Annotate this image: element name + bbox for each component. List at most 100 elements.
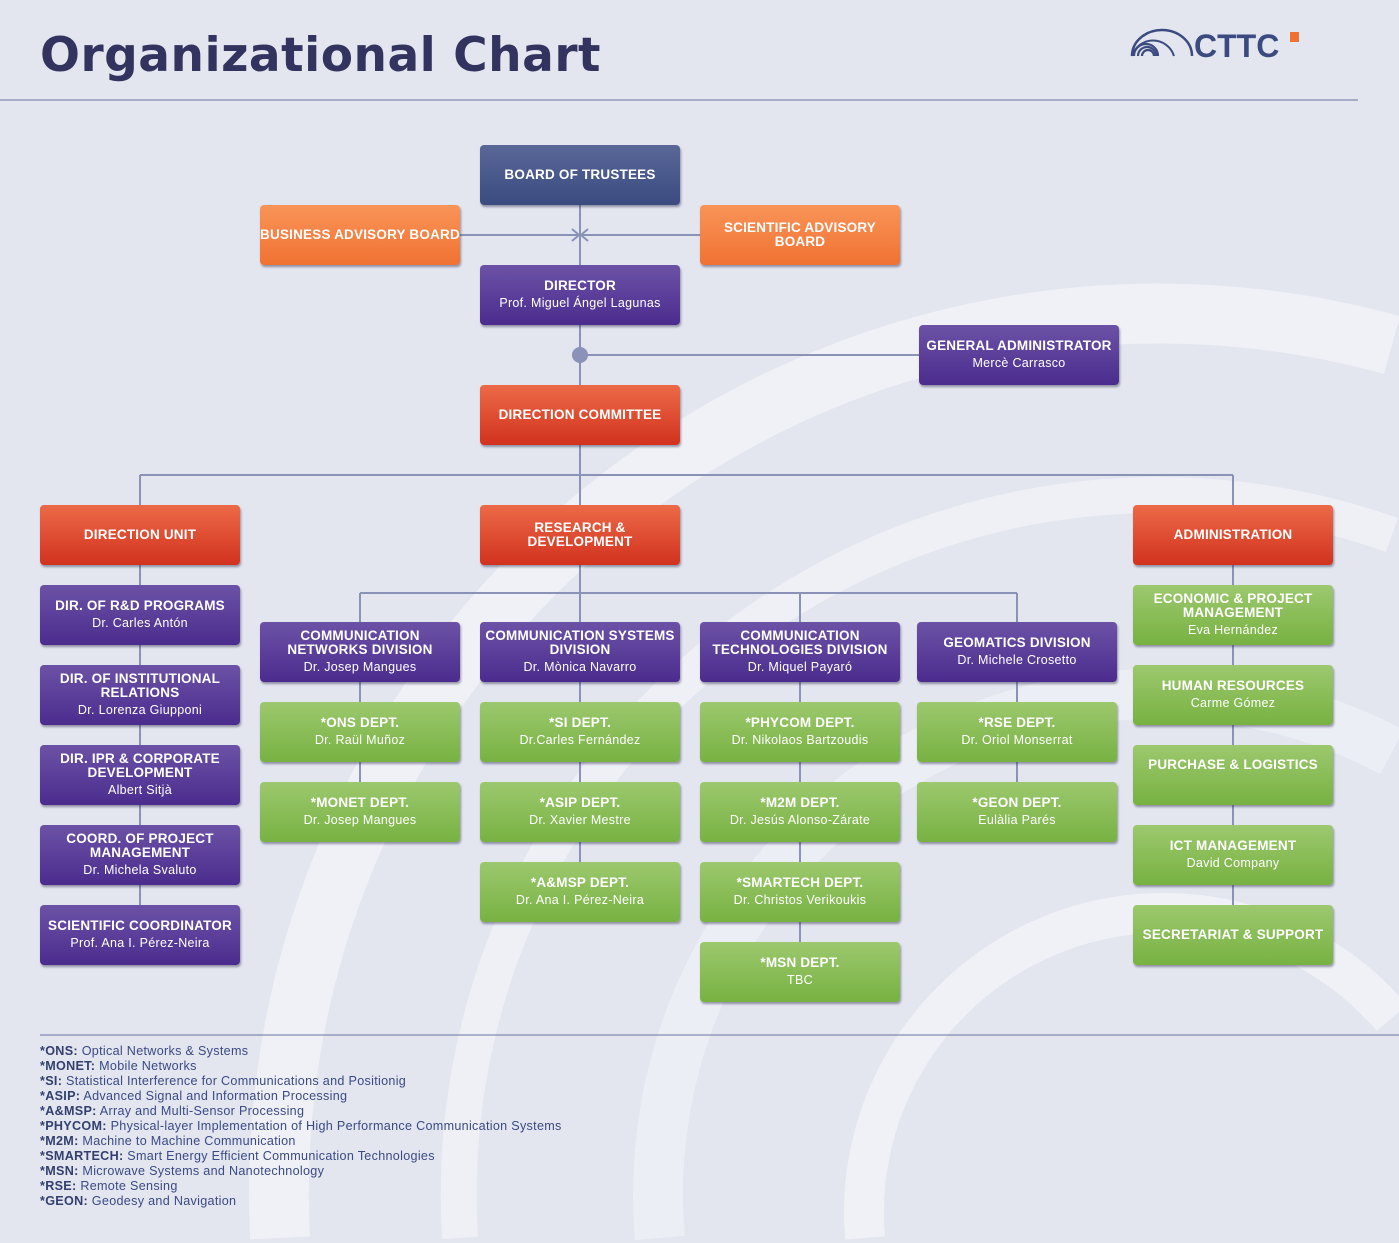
box-administration[interactable]: ADMINISTRATION [1133,505,1333,565]
box-amsp-dept[interactable]: *A&MSP DEPT.Dr. Ana I. Pérez-Neira [480,862,680,922]
legend-item: *RSE: Remote Sensing [40,1179,562,1194]
box-person: Dr. Mònica Navarro [523,660,637,674]
box-si-dept[interactable]: *SI DEPT. Dr.Carles Fernández [480,702,680,762]
legend-text: Remote Sensing [80,1179,178,1193]
box-title: GENERAL ADMINISTRATOR [926,338,1112,353]
box-person: Dr. Oriol Monserrat [961,733,1073,747]
box-title: COMMUNICATION NETWORKS DIVISION [287,628,433,657]
box-person: TBC [787,973,813,987]
legend-abbr: *SMARTECH: [40,1149,124,1163]
legend-item: *MONET: Mobile Networks [40,1059,562,1074]
legend-abbr: *MSN: [40,1164,79,1178]
box-direction-unit[interactable]: DIRECTION UNIT [40,505,240,565]
box-person: Albert Sitjà [107,783,173,797]
box-person: Dr. Josep Mangues [303,660,417,674]
legend-item: *PHYCOM: Physical-layer Implementation o… [40,1119,562,1134]
box-title: COMMUNICATION TECHNOLOGIES DIVISION [712,628,888,657]
box-title: HUMAN RESOURCES [1161,678,1305,693]
box-dir-rd-programs[interactable]: DIR. OF R&D PROGRAMS Dr. Carles Antón [40,585,240,645]
box-person: Mercè Carrasco [972,356,1066,370]
legend-item: *GEON: Geodesy and Navigation [40,1194,562,1209]
abbreviation-legend: *ONS: Optical Networks & Systems*MONET: … [40,1044,562,1209]
box-title: *MONET DEPT. [310,795,410,810]
box-msn-dept[interactable]: *MSN DEPT.TBC [700,942,900,1002]
box-title: ICT MANAGEMENT [1169,838,1297,853]
box-title: *RSE DEPT. [978,715,1056,730]
box-title: SCIENTIFIC ADVISORY BOARD [723,220,877,249]
box-smartech-dept[interactable]: *SMARTECH DEPT. Dr. Christos Verikoukis [700,862,900,922]
legend-text: Physical-layer Implementation of High Pe… [110,1119,562,1133]
box-title: *M2M DEPT. [760,795,840,810]
box-title: COMMUNICATION SYSTEMS DIVISION [485,628,675,657]
box-secretariat-support[interactable]: SECRETARIAT & SUPPORT [1133,905,1333,965]
box-comm-networks-division[interactable]: COMMUNICATION NETWORKS DIVISION Dr. Josep… [260,622,460,682]
box-m2m-dept[interactable]: *M2M DEPT. Dr. Jesús Alonso-Zárate [700,782,900,842]
box-person: Dr. Christos Verikoukis [733,893,867,907]
box-research-development[interactable]: RESEARCH & DEVELOPMENT [480,505,680,565]
box-monet-dept[interactable]: *MONET DEPT. Dr. Josep Mangues [260,782,460,842]
box-title: RESEARCH & DEVELOPMENT [527,520,633,549]
box-person: Prof. Ana I. Pérez-Neira [70,936,210,950]
box-board-of-trustees[interactable]: BOARD OF TRUSTEES [480,145,680,205]
box-person: Dr. Josep Mangues [303,813,417,827]
box-phycom-dept[interactable]: *PHYCOM DEPT. Dr. Nikolaos Bartzoudis [700,702,900,762]
legend-text: Geodesy and Navigation [91,1194,237,1208]
box-scientific-advisory-board[interactable]: SCIENTIFIC ADVISORY BOARD [700,205,900,265]
box-dir-ipr-corporate[interactable]: DIR. IPR & CORPORATE DEVELOPMENT Albert S… [40,745,240,805]
box-title: *PHYCOM DEPT. [745,715,855,730]
box-comm-systems-division[interactable]: COMMUNICATION SYSTEMS DIVISION Dr. Mònica… [480,622,680,682]
box-ons-dept[interactable]: *ONS DEPT.Dr. Raül Muñoz [260,702,460,762]
box-scientific-coordinator[interactable]: SCIENTIFIC COORDINATOR Prof. Ana I. Pérez… [40,905,240,965]
box-person: Dr. Ana I. Pérez-Neira [515,893,645,907]
legend-abbr: *MONET: [40,1059,96,1073]
box-title: PURCHASE & LOGISTICS [1148,757,1318,772]
box-person: Dr. Nikolaos Bartzoudis [731,733,869,747]
legend-abbr: *RSE: [40,1179,77,1193]
legend-item: *MSN: Microwave Systems and Nanotechnolo… [40,1164,562,1179]
box-title: DIR. OF R&D PROGRAMS [55,598,225,613]
legend-abbr: *ASIP: [40,1089,81,1103]
box-title: *SI DEPT. [549,715,611,730]
box-title: *ASIP DEPT. [539,795,621,810]
box-rse-dept[interactable]: *RSE DEPT. Dr. Oriol Monserrat [917,702,1117,762]
box-title: ADMINISTRATION [1173,527,1293,542]
box-title: DIR. IPR & CORPORATE DEVELOPMENT [60,751,220,780]
legend-abbr: *SI: [40,1074,63,1088]
box-direction-committee[interactable]: DIRECTION COMMITTEE [480,385,680,445]
box-person: Dr. Carles Antón [92,616,188,630]
box-person: Dr. Miquel Payaró [747,660,853,674]
box-geon-dept[interactable]: *GEON DEPT.Eulàlia Parés [917,782,1117,842]
box-comm-technologies-division[interactable]: COMMUNICATION TECHNOLOGIES DIVISION Dr. M… [700,622,900,682]
box-asip-dept[interactable]: *ASIP DEPT.Dr. Xavier Mestre [480,782,680,842]
legend-text: Statistical Interference for Communicati… [66,1074,407,1088]
box-title: SECRETARIAT & SUPPORT [1142,927,1324,942]
legend-abbr: *GEON: [40,1194,88,1208]
box-person: Dr. Jesús Alonso-Zárate [729,813,871,827]
legend-item: *SMARTECH: Smart Energy Efficient Commun… [40,1149,562,1164]
box-person: Eva Hernández [1187,623,1279,637]
box-purchase-logistics[interactable]: PURCHASE & LOGISTICS [1133,745,1333,805]
box-person: Dr.Carles Fernández [519,733,641,747]
legend-item: *A&MSP: Array and Multi-Sensor Processin… [40,1104,562,1119]
box-title: SCIENTIFIC COORDINATOR [48,918,232,933]
box-person: Dr. Michela Svaluto [83,863,197,877]
box-person: Eulàlia Parés [978,813,1056,827]
box-title: *ONS DEPT. [320,715,400,730]
legend-item: *ONS: Optical Networks & Systems [40,1044,562,1059]
box-title: DIRECTOR [544,278,616,293]
legend-item: *ASIP: Advanced Signal and Information P… [40,1089,562,1104]
box-person: Dr. Lorenza Giupponi [77,703,203,717]
legend-text: Advanced Signal and Information Processi… [83,1089,348,1103]
box-title: *SMARTECH DEPT. [736,875,864,890]
box-business-advisory-board[interactable]: BUSINESS ADVISORY BOARD [260,205,460,265]
box-general-administrator[interactable]: GENERAL ADMINISTRATOR Mercè Carrasco [919,325,1119,385]
legend-text: Microwave Systems and Nanotechnology [82,1164,325,1178]
page-title: Organizational Chart [40,28,601,83]
